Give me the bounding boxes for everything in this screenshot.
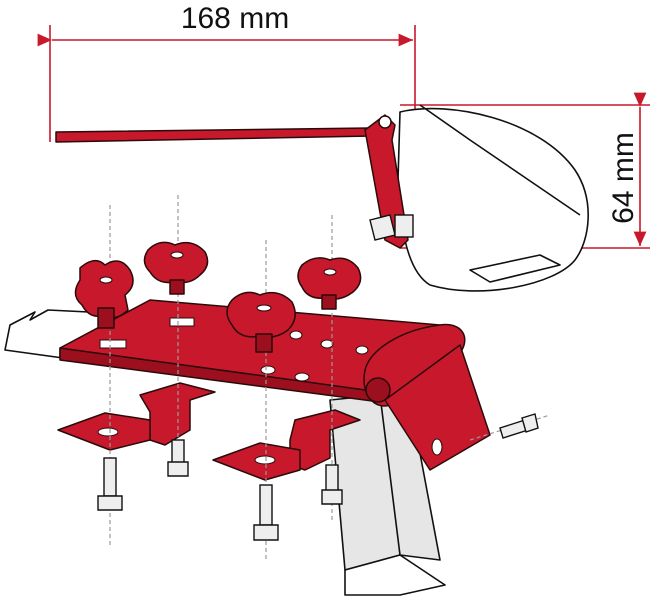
mounting-plate xyxy=(59,299,491,471)
side-bolt xyxy=(499,413,539,439)
bolt xyxy=(97,457,123,511)
star-knob xyxy=(143,241,209,295)
bracket-right xyxy=(212,409,361,481)
width-dimension: 168 mm xyxy=(37,2,416,142)
bolt xyxy=(321,464,343,505)
width-label: 168 mm xyxy=(181,2,289,35)
star-knob xyxy=(74,259,134,329)
bolt xyxy=(253,484,279,541)
support-post xyxy=(329,394,446,596)
bolt xyxy=(167,439,189,477)
awning-rail xyxy=(55,114,414,249)
star-knob xyxy=(297,257,362,310)
star-knob xyxy=(226,291,296,353)
awning-profile xyxy=(397,104,589,292)
height-label: 64 mm xyxy=(607,132,640,224)
bracket-left xyxy=(57,382,216,451)
